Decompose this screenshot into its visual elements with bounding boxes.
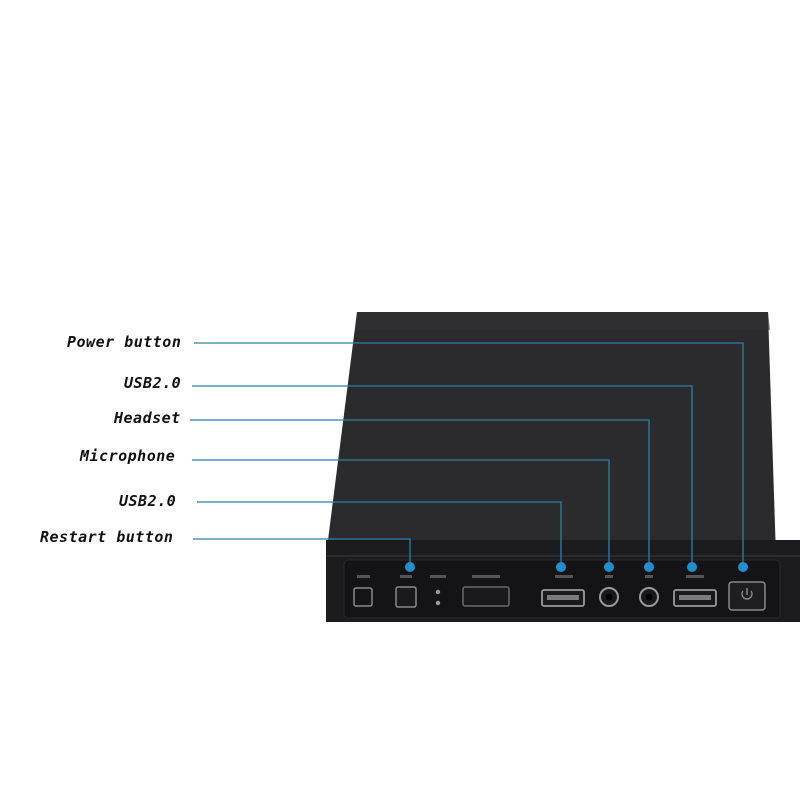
label-restart-button: Restart button xyxy=(40,528,174,546)
label-usb-right: USB2.0 xyxy=(124,374,182,392)
usb-left-caption xyxy=(555,575,573,578)
microphone-caption xyxy=(605,575,613,578)
marker-dot-power xyxy=(738,562,748,572)
restart-button[interactable] xyxy=(395,586,417,608)
headset-caption xyxy=(645,575,653,578)
power-icon xyxy=(741,588,753,600)
marker-dot-headset xyxy=(644,562,654,572)
power-button[interactable] xyxy=(728,581,766,611)
hdd-led-indicator xyxy=(353,587,373,607)
leader-line-usb-right xyxy=(192,385,693,567)
hdd-led-caption xyxy=(357,575,370,578)
marker-dot-usb-right xyxy=(687,562,697,572)
marker-dot-usb-left xyxy=(556,562,566,572)
status-led-caption xyxy=(430,575,446,578)
leader-line-restart xyxy=(193,538,411,567)
restart-caption xyxy=(400,575,412,578)
case-top-highlight xyxy=(355,312,770,330)
leader-lines xyxy=(190,342,744,567)
leader-line-microphone xyxy=(192,459,610,567)
label-microphone: Microphone xyxy=(80,447,176,465)
leader-line-usb-left xyxy=(197,501,562,567)
usb-port-right-tongue xyxy=(679,595,711,600)
leader-line-headset xyxy=(190,419,650,567)
label-headset: Headset xyxy=(114,409,181,427)
leader-line-power xyxy=(194,342,744,567)
microphone-jack-hole xyxy=(605,593,613,601)
case-top-surface xyxy=(328,312,776,556)
card-reader-caption xyxy=(472,575,500,578)
marker-dot-restart xyxy=(405,562,415,572)
status-led-bottom xyxy=(435,600,441,606)
headset-jack-hole xyxy=(645,593,653,601)
marker-dot-microphone xyxy=(604,562,614,572)
label-usb-left: USB2.0 xyxy=(119,492,177,510)
usb-port-left-tongue xyxy=(547,595,579,600)
marker-dots xyxy=(405,562,748,572)
status-led-top xyxy=(435,589,441,595)
card-reader-slot[interactable] xyxy=(462,586,510,607)
front-io-strip xyxy=(343,559,781,619)
usb-right-caption xyxy=(686,575,704,578)
label-power-button: Power button xyxy=(67,333,182,351)
